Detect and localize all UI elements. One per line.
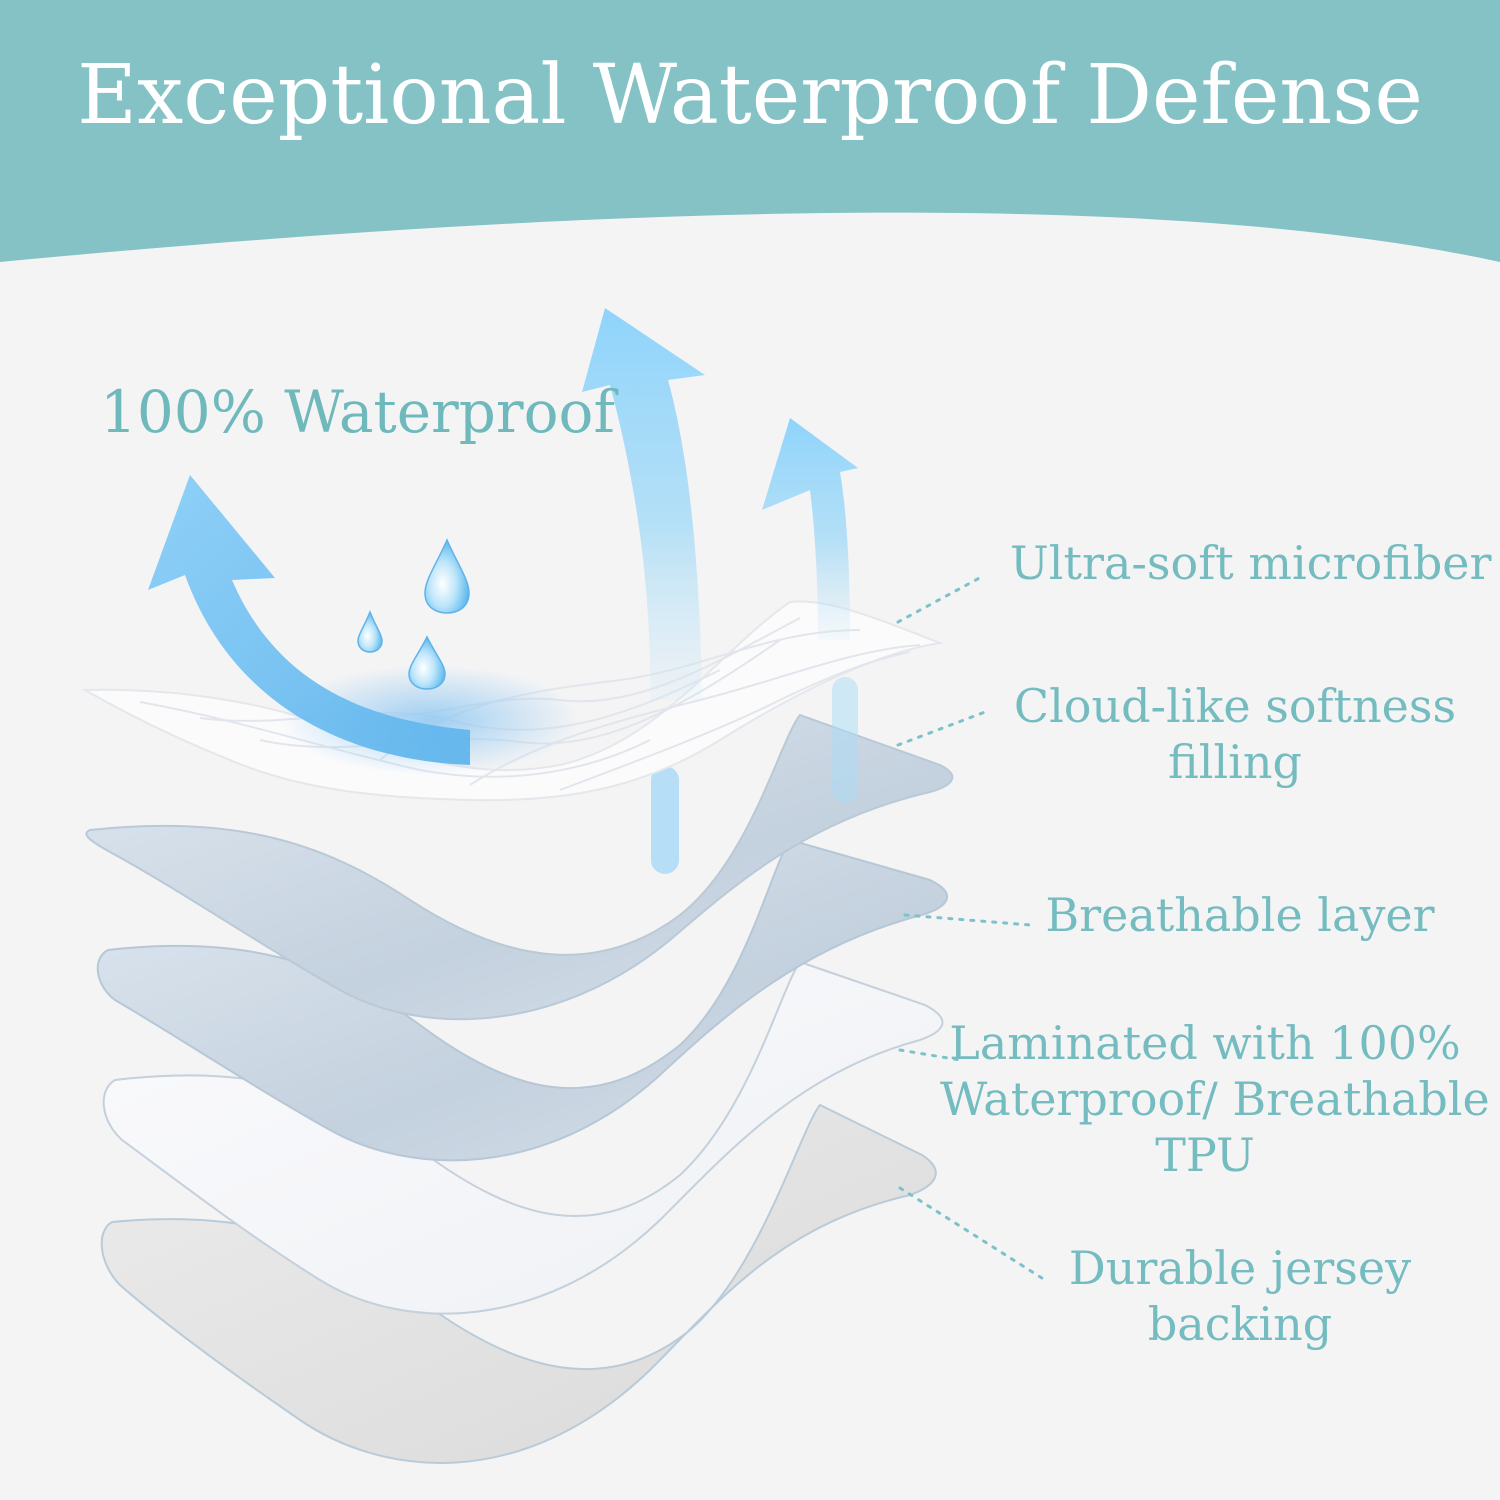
header-band bbox=[0, 0, 1500, 262]
page-title: Exceptional Waterproof Defense bbox=[77, 48, 1423, 143]
layer-label-jersey: Durable jersey backing bbox=[1060, 1240, 1420, 1352]
water-drop-icon bbox=[424, 538, 470, 614]
layer-label-filling: Cloud-like softness filling bbox=[1010, 678, 1460, 790]
layer-label-line: Ultra-soft microfiber bbox=[1010, 536, 1492, 590]
layer-label-microfiber: Ultra-soft microfiber bbox=[1010, 535, 1492, 591]
layer-label-line: TPU bbox=[1155, 1128, 1255, 1183]
leader-line-filling bbox=[896, 710, 987, 747]
layer-label-tpu: Laminated with 100% Waterproof/ Breathab… bbox=[940, 1015, 1490, 1183]
leader-line-breathable bbox=[903, 913, 1032, 927]
waterproof-badge: 100% Waterproof bbox=[100, 378, 615, 446]
up-arrow-icon bbox=[148, 475, 470, 765]
layer-label-line: filling bbox=[1168, 735, 1302, 790]
water-drop-icon bbox=[408, 635, 446, 690]
layer-label-line: Cloud-like softness bbox=[1013, 679, 1457, 733]
layer-breathable bbox=[96, 838, 949, 1162]
layer-tpu bbox=[102, 960, 944, 1315]
leader-line-tpu bbox=[898, 1048, 962, 1062]
up-arrow-icon bbox=[762, 418, 858, 640]
layer-label-line: Laminated with 100% bbox=[949, 1016, 1461, 1070]
leader-line-jersey bbox=[898, 1186, 1047, 1282]
layer-microfiber bbox=[81, 600, 944, 802]
up-arrow-icon bbox=[582, 308, 705, 700]
layer-label-line: Breathable layer bbox=[1045, 888, 1435, 942]
layer-label-line: Waterproof/ Breathable bbox=[940, 1072, 1490, 1127]
layer-label-line: backing bbox=[1147, 1297, 1333, 1352]
layer-label-breathable: Breathable layer bbox=[1040, 887, 1440, 943]
layer-label-line: Durable jersey bbox=[1068, 1241, 1412, 1295]
leader-line-microfiber bbox=[896, 573, 987, 624]
water-drop-icon bbox=[357, 609, 383, 653]
layer-filling bbox=[85, 713, 954, 1021]
